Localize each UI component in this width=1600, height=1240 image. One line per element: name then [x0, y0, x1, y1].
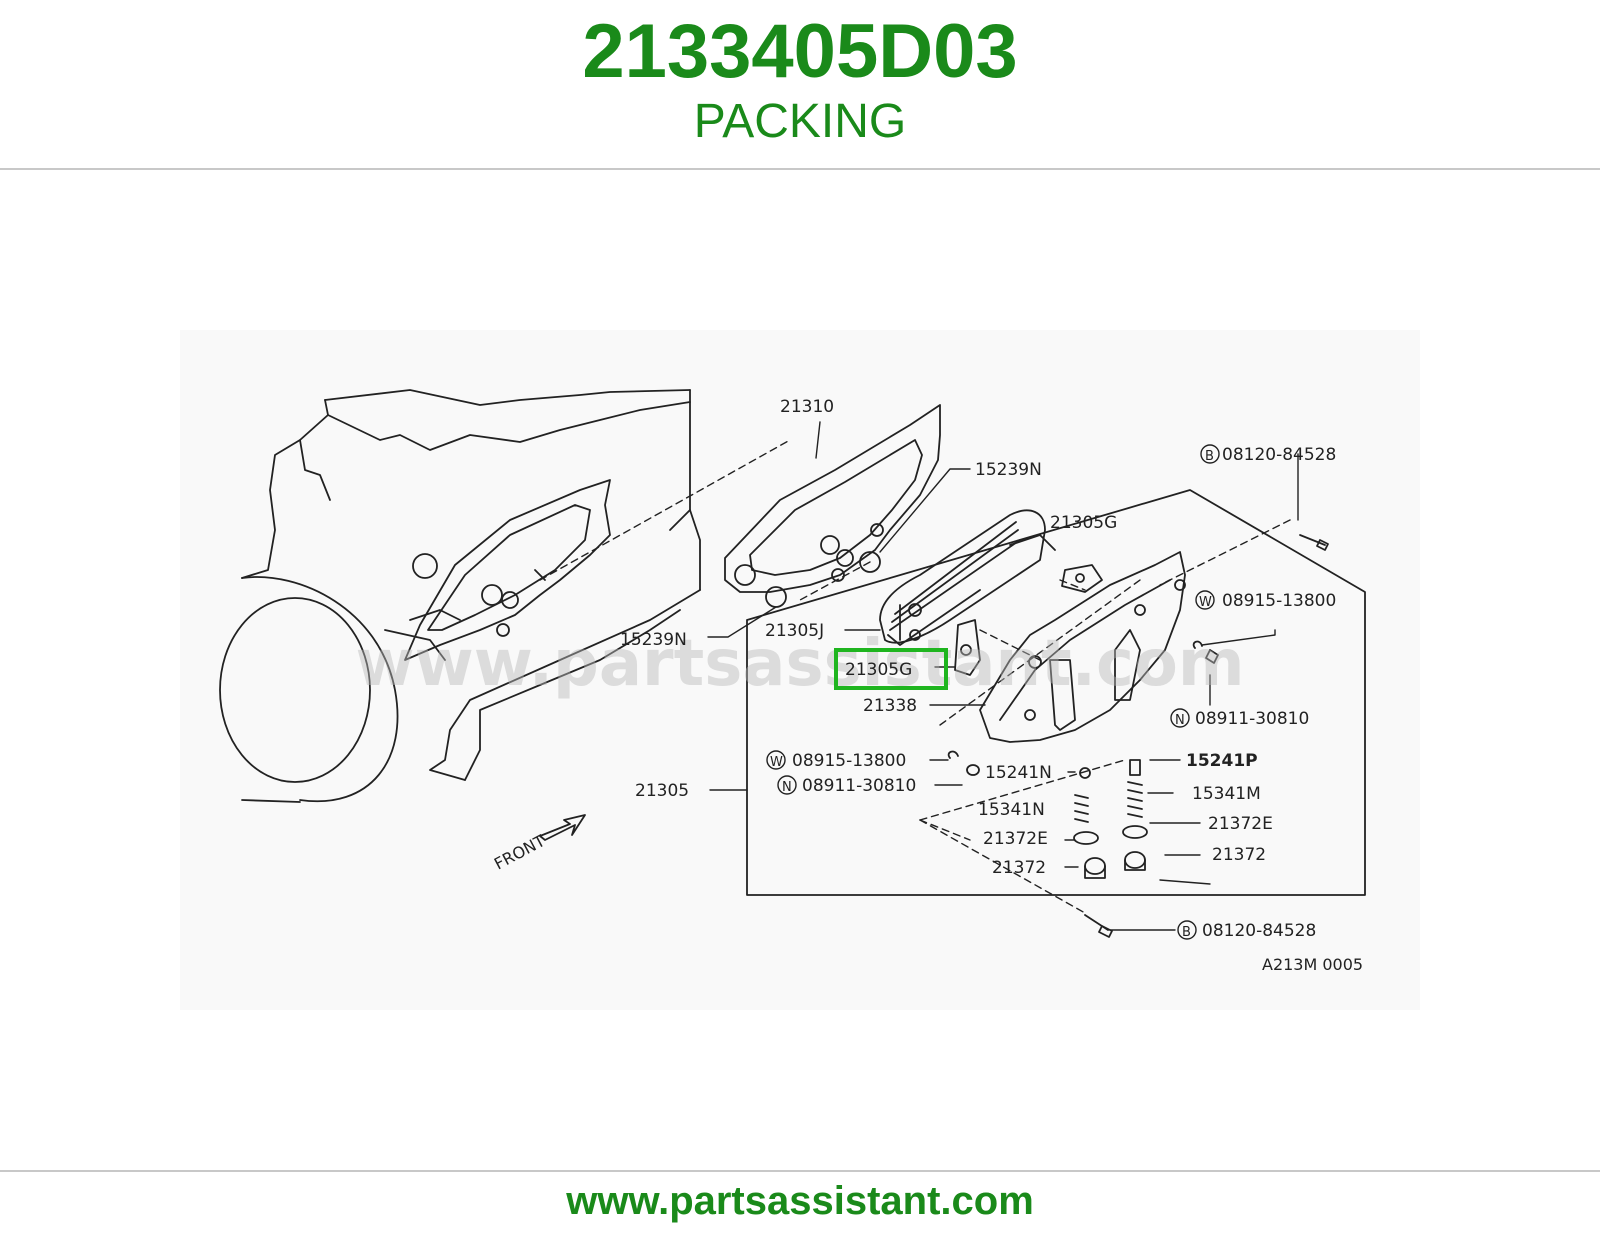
- callout-21372e-left[interactable]: 21372E: [983, 829, 1048, 849]
- callout-08911-30810-left[interactable]: 08911-30810: [802, 776, 916, 796]
- parts-diagram-panel: www.partsassistant.com FRONT 21310 15239…: [180, 330, 1420, 1010]
- bolt-mark-letter-bottom: B: [1182, 925, 1191, 940]
- callout-21305j[interactable]: 21305J: [765, 621, 824, 641]
- callout-21372-left[interactable]: 21372: [992, 858, 1046, 878]
- highlight-box-21305g: [834, 648, 948, 690]
- callout-15241p[interactable]: 15241P: [1186, 751, 1258, 771]
- o-ring-15239n-left: [765, 586, 787, 608]
- packing-21305g-upper-plate: [1061, 564, 1103, 593]
- packing-21305g-plate: [954, 619, 981, 676]
- nut-mark-icon: [1170, 708, 1190, 728]
- callout-21305g-highlighted[interactable]: 21305G: [845, 660, 912, 680]
- callout-leader-lines: [707, 421, 1299, 931]
- callout-21305g-top[interactable]: 21305G: [1050, 513, 1117, 533]
- callout-21305[interactable]: 21305: [635, 781, 689, 801]
- exploded-parts-diagram: www.partsassistant.com FRONT 21310 15239…: [219, 389, 1366, 974]
- nut-mark-icon-left: [777, 775, 797, 795]
- front-arrow-icon: [539, 814, 586, 841]
- engine-block-drawing: [219, 389, 701, 803]
- callout-08915-13800-right[interactable]: 08915-13800: [1222, 591, 1336, 611]
- part-number-title: 2133405D03: [582, 9, 1018, 94]
- callout-08915-13800-left[interactable]: 08915-13800: [792, 751, 906, 771]
- part-name-subtitle: PACKING: [693, 95, 907, 148]
- callout-15341m[interactable]: 15341M: [1192, 784, 1261, 804]
- washer-mark-letter-left: W: [770, 755, 783, 770]
- footer-divider: [0, 1170, 1600, 1172]
- callout-15239n-top[interactable]: 15239N: [975, 460, 1042, 480]
- washer-mark-icon: [1195, 590, 1215, 610]
- assembly-21305-outline: [746, 489, 1366, 896]
- bolt-mark-icon-bottom: [1177, 920, 1197, 940]
- callout-15239n-left[interactable]: 15239N: [620, 630, 687, 650]
- footer-website-link[interactable]: www.partsassistant.com: [566, 1179, 1034, 1223]
- nut-mark-letter: N: [1175, 713, 1185, 728]
- callout-21338[interactable]: 21338: [863, 696, 917, 716]
- callout-08120-84528-bottom[interactable]: 08120-84528: [1202, 921, 1316, 941]
- gasket-21310-drawing: [724, 404, 941, 593]
- callout-21372-right[interactable]: 21372: [1212, 845, 1266, 865]
- callout-21310[interactable]: 21310: [780, 397, 834, 417]
- callout-15241n[interactable]: 15241N: [985, 763, 1052, 783]
- bolt-mark-icon: [1200, 444, 1220, 464]
- header-divider: [0, 168, 1600, 170]
- callout-15341n[interactable]: 15341N: [978, 800, 1045, 820]
- callout-08120-84528-top[interactable]: 08120-84528: [1222, 445, 1336, 465]
- nut-mark-letter-left: N: [782, 780, 792, 795]
- assembly-guide-lines: [539, 439, 1291, 914]
- bolt-mark-letter: B: [1205, 449, 1214, 464]
- oil-cooler-drawing: [879, 509, 1329, 938]
- front-label: FRONT: [491, 831, 548, 874]
- callout-08911-30810-right[interactable]: 08911-30810: [1195, 709, 1309, 729]
- callout-21372e-right[interactable]: 21372E: [1208, 814, 1273, 834]
- drawing-code: A213M 0005: [1262, 955, 1363, 974]
- watermark-text: www.partsassistant.com: [355, 627, 1244, 701]
- o-ring-15239n-top: [859, 551, 881, 573]
- header: 2133405D03 PACKING: [0, 0, 1600, 168]
- washer-mark-letter: W: [1199, 595, 1212, 610]
- washer-mark-icon-left: [766, 750, 786, 770]
